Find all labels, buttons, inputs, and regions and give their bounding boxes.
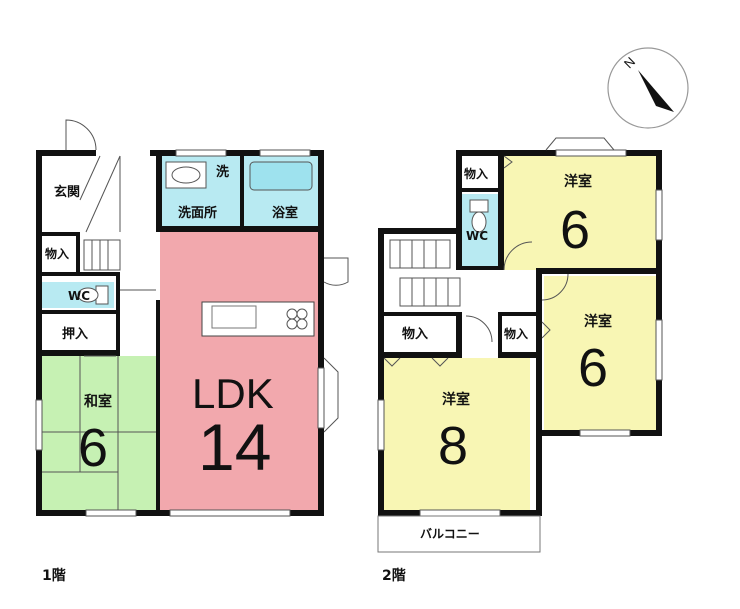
genkan-step [79,155,121,233]
oshiire-label: 押入 [62,326,88,342]
ldk-label: LDK [192,370,274,417]
door-arc-2f-a [503,241,533,271]
washitsu-size: 6 [78,418,108,478]
genkan-label: 玄関 [54,184,80,200]
wc-label-2f: WC [466,229,488,243]
washbasin [165,161,207,189]
balcony-label: バルコニー [420,527,480,541]
floor-1: 玄関 物入 WC 押入 和室 6 洗 洗面所 浴室 LDK 14 1階 [35,119,349,584]
floor2-label: 2階 [382,567,406,584]
wc-label-1f: WC [68,289,90,303]
yoshitsu-e-area [544,276,656,430]
bay-window [323,357,339,433]
yoshitsu-sw-label: 洋室 [442,391,470,408]
yoshitsu-e-label: 洋室 [584,313,612,330]
yokushitsu-label: 浴室 [272,205,298,221]
yoshitsu-ne-area [504,156,656,270]
mono-label-1f: 物入 [45,246,69,261]
yoshitsu-e-size: 6 [578,338,608,398]
stair-2f [389,239,461,307]
floor1-windows [35,149,325,517]
mono-top-label-2f: 物入 [464,166,488,181]
floor1-label: 1階 [42,567,66,584]
washitsu-label: 和室 [84,393,112,410]
tatami-lines [42,356,156,512]
bathtub [249,161,313,191]
mono-left-label-2f: 物入 [402,326,428,342]
north-arrow-icon [638,70,674,112]
door-arc-2f-c [465,315,493,343]
side-door-icon [323,257,349,286]
yoshitsu-sw-area [384,358,530,512]
entrance-door-icon [65,119,97,151]
toilet-2f [469,199,489,233]
balcony-area [377,515,541,553]
bay-window-2f [545,137,615,151]
mono-mid-label-2f: 物入 [504,326,528,341]
washitsu-area [42,356,156,512]
toilet-1f [77,285,109,305]
yoshitsu-ne-label: 洋室 [564,173,592,190]
yoshitsu-sw-size: 8 [438,416,468,476]
compass-ring [607,47,689,129]
kitchen-counter [201,301,315,337]
ldk-area [160,232,318,512]
compass: N [607,47,689,129]
senmenjo-label: 洗面所 [178,205,217,221]
door-arc-2f-b [541,273,569,301]
floor-2: 物入 WC 洋室 6 物入 物入 洋室 6 洋室 8 バルコニー 2階 [377,137,663,584]
ldk-size: 14 [198,410,271,484]
yoshitsu-ne-size: 6 [560,200,590,260]
stair-1f [83,239,121,271]
sen-label: 洗 [216,164,229,180]
